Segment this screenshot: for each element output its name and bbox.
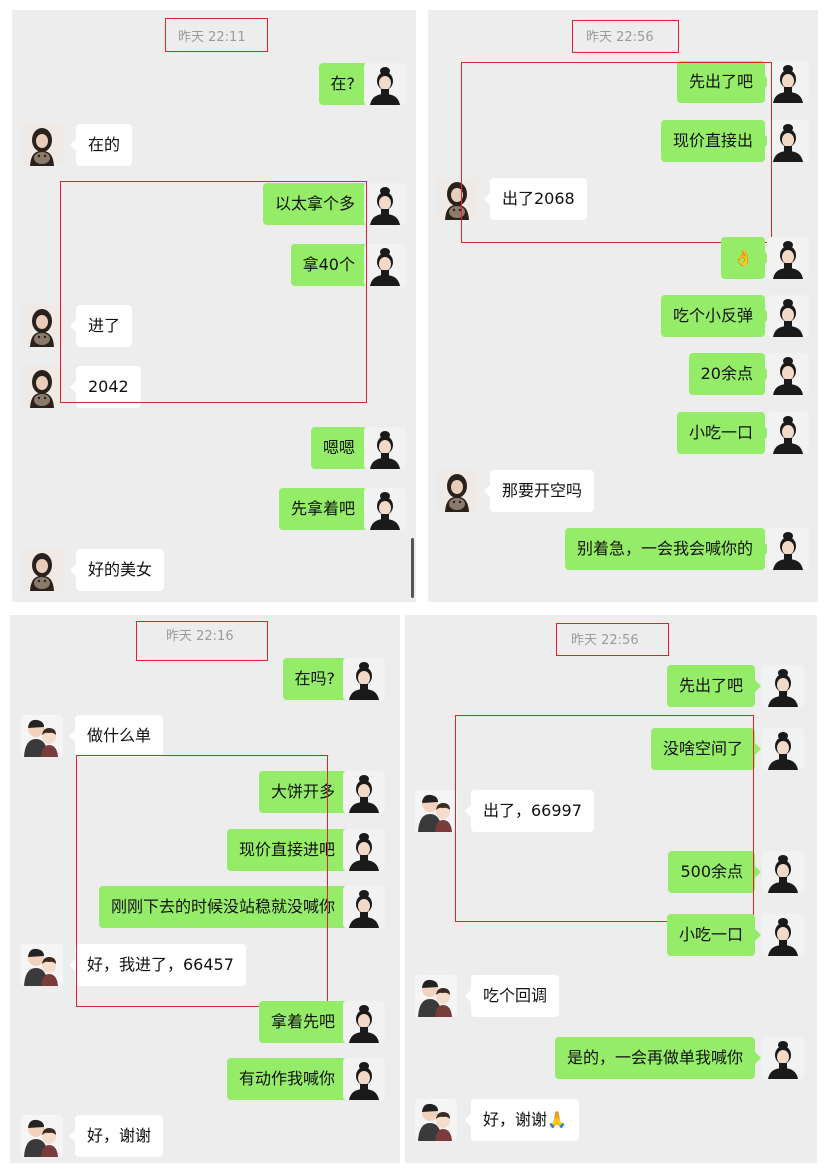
message-bubble-outgoing: 大饼开多 xyxy=(258,771,354,813)
message-bubble-outgoing: 拿着先吧 xyxy=(258,1001,354,1043)
self-avatar[interactable] xyxy=(343,1001,385,1043)
message-bubble-outgoing: 👌 xyxy=(721,237,771,279)
message-bubble-outgoing: 小吃一口 xyxy=(676,412,772,454)
self-avatar[interactable] xyxy=(343,886,385,928)
message-bubble-incoming: 出了2068 xyxy=(484,178,587,220)
message-bubble-outgoing: 拿40个 xyxy=(290,244,374,286)
peer-avatar[interactable] xyxy=(436,178,478,220)
message-bubble-incoming: 好，谢谢🙏 xyxy=(465,1099,579,1141)
chat-panel-3: 昨天 22:16 在吗? 做什么单 大饼开多 现价直接进吧 刚刚下去的时候没站稳… xyxy=(10,615,400,1163)
message-bubble-incoming: 进了 xyxy=(69,305,133,347)
chat-panel-2: 昨天 22:56 先出了吧 现价直接出 出了2068 👌 吃个小反弹 20余点 … xyxy=(428,10,818,602)
self-avatar[interactable] xyxy=(364,488,406,530)
peer-avatar[interactable] xyxy=(21,124,63,166)
message-bubble-incoming: 好的美女 xyxy=(69,549,165,591)
chat-panel-1: 昨天 22:11 在? 在的 以太拿个多 拿40个 进了 2042 嗯嗯 先拿着… xyxy=(12,10,416,602)
message-bubble-outgoing: 先出了吧 xyxy=(666,665,762,707)
message-bubble-outgoing: 别着急，一会我会喊你的 xyxy=(564,528,772,570)
self-avatar[interactable] xyxy=(343,829,385,871)
timestamp: 昨天 22:56 xyxy=(586,30,654,45)
self-avatar[interactable] xyxy=(343,771,385,813)
self-avatar[interactable] xyxy=(762,914,804,956)
peer-avatar[interactable] xyxy=(21,305,63,347)
message-bubble-incoming: 好，谢谢 xyxy=(68,1115,164,1157)
peer-avatar[interactable] xyxy=(415,1099,457,1141)
message-bubble-incoming: 做什么单 xyxy=(68,715,164,757)
timestamp: 昨天 22:16 xyxy=(166,629,234,644)
message-bubble-outgoing: 在? xyxy=(318,63,373,105)
self-avatar[interactable] xyxy=(767,61,809,103)
self-avatar[interactable] xyxy=(767,295,809,337)
message-bubble-outgoing: 500余点 xyxy=(668,851,761,893)
timestamp: 昨天 22:11 xyxy=(178,30,246,45)
chat-panel-4: 昨天 22:56 先出了吧 没啥空间了 出了，66997 500余点 小吃一口 … xyxy=(405,615,817,1163)
peer-avatar[interactable] xyxy=(415,975,457,1017)
message-bubble-outgoing: 以太拿个多 xyxy=(262,183,374,225)
message-bubble-incoming: 好，我进了，66457 xyxy=(69,944,246,986)
self-avatar[interactable] xyxy=(762,851,804,893)
self-avatar[interactable] xyxy=(762,665,804,707)
peer-avatar[interactable] xyxy=(436,470,478,512)
self-avatar[interactable] xyxy=(767,120,809,162)
message-bubble-outgoing: 先出了吧 xyxy=(676,61,772,103)
self-avatar[interactable] xyxy=(767,353,809,395)
message-bubble-outgoing: 嗯嗯 xyxy=(310,427,374,469)
self-avatar[interactable] xyxy=(762,728,804,770)
self-avatar[interactable] xyxy=(364,183,406,225)
peer-avatar[interactable] xyxy=(21,549,63,591)
self-avatar[interactable] xyxy=(343,658,385,700)
self-avatar[interactable] xyxy=(364,63,406,105)
message-bubble-incoming: 那要开空吗 xyxy=(483,470,595,512)
message-bubble-incoming: 出了，66997 xyxy=(465,790,594,832)
message-bubble-incoming: 吃个回调 xyxy=(464,975,560,1017)
peer-avatar[interactable] xyxy=(21,366,63,408)
scrollbar[interactable] xyxy=(411,538,414,598)
timestamp: 昨天 22:56 xyxy=(571,633,639,648)
self-avatar[interactable] xyxy=(364,244,406,286)
self-avatar[interactable] xyxy=(762,1037,804,1079)
peer-avatar[interactable] xyxy=(21,715,63,757)
message-bubble-incoming: 2042 xyxy=(70,366,141,408)
peer-avatar[interactable] xyxy=(415,790,457,832)
self-avatar[interactable] xyxy=(767,237,809,279)
message-bubble-outgoing: 有动作我喊你 xyxy=(226,1058,354,1100)
message-bubble-outgoing: 吃个小反弹 xyxy=(660,295,772,337)
peer-avatar[interactable] xyxy=(21,944,63,986)
message-bubble-outgoing: 小吃一口 xyxy=(666,914,762,956)
self-avatar[interactable] xyxy=(364,427,406,469)
peer-avatar[interactable] xyxy=(21,1115,63,1157)
message-bubble-outgoing: 是的，一会再做单我喊你 xyxy=(554,1037,762,1079)
message-bubble-outgoing: 现价直接进吧 xyxy=(226,829,354,871)
message-bubble-outgoing: 刚刚下去的时候没站稳就没喊你 xyxy=(98,886,354,928)
self-avatar[interactable] xyxy=(343,1058,385,1100)
message-bubble-outgoing: 在吗? xyxy=(282,658,353,700)
message-bubble-outgoing: 没啥空间了 xyxy=(650,728,762,770)
self-avatar[interactable] xyxy=(767,528,809,570)
self-avatar[interactable] xyxy=(767,412,809,454)
message-bubble-outgoing: 20余点 xyxy=(688,353,772,395)
message-bubble-incoming: 在的 xyxy=(69,124,133,166)
message-bubble-outgoing: 先拿着吧 xyxy=(278,488,374,530)
message-bubble-outgoing: 现价直接出 xyxy=(660,120,772,162)
